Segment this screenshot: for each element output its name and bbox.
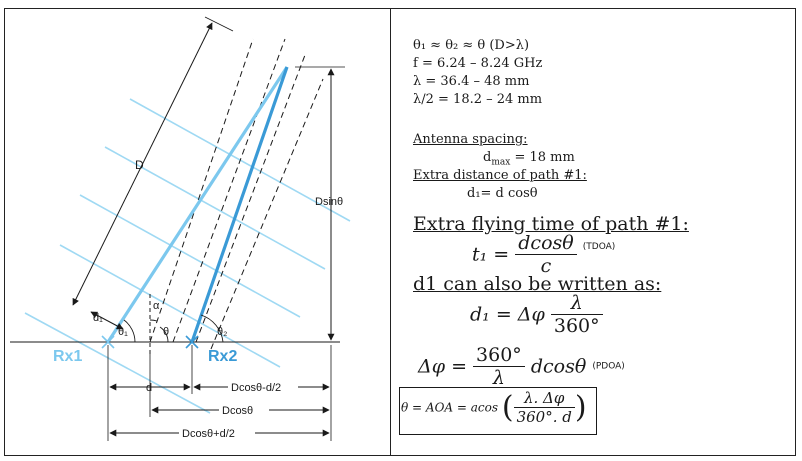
label-dcos: Dcosθ (222, 405, 253, 417)
wavelength-line: λ = 36.4 – 48 mm (413, 74, 530, 89)
d1-written-heading: d1 can also be written as: (413, 273, 662, 295)
label-alpha: α (153, 300, 160, 312)
theta2-arc (200, 314, 224, 343)
label-dcos-plus: Dcosθ+d/2 (182, 428, 235, 440)
aoa-formula-box (399, 387, 597, 435)
rx2-marker (185, 335, 199, 349)
alpha-arc (149, 319, 158, 322)
theta1-arc (123, 319, 136, 343)
path-1-line (106, 66, 289, 343)
label-d-distance: D (135, 158, 144, 172)
figure-frame (4, 8, 796, 456)
dashed-ray-4 (210, 78, 324, 350)
distance-d-arrow (72, 22, 213, 306)
label-theta2: θ₂ (217, 326, 227, 338)
dashed-rays (149, 38, 324, 350)
dphi-equation: Δφ = 360°λ dcosθ (PDOA) (418, 344, 625, 389)
label-rx1: Rx1 (53, 348, 82, 365)
label-rx2: Rx2 (208, 348, 237, 365)
d1-formula: d₁= d cosθ (467, 186, 538, 201)
label-d1: d₁ (93, 312, 103, 324)
d-extent-top (204, 16, 234, 32)
theta-arc (159, 326, 169, 343)
extra-time-heading: Extra flying time of path #1: (413, 213, 689, 235)
antenna-spacing-heading: Antenna spacing: (413, 132, 528, 147)
label-dsin: Dsinθ (315, 196, 343, 208)
extra-distance-heading: Extra distance of path #1: (413, 168, 587, 183)
rx1-marker (101, 335, 115, 349)
label-theta1: θ₁ (118, 326, 128, 338)
d1-arrow (90, 311, 124, 330)
dmax-line: dmax = 18 mm (483, 150, 575, 168)
label-dcos-minus: Dcosθ-d/2 (231, 382, 281, 394)
dashed-ray-2 (172, 38, 286, 343)
path-2-line (190, 66, 289, 343)
frequency-line: f = 6.24 – 8.24 GHz (413, 56, 543, 71)
label-d-spacing: d (146, 382, 152, 394)
wavefront-5 (24, 312, 211, 414)
wavefronts (24, 98, 351, 414)
dashed-ray-3 (195, 54, 306, 343)
label-theta: θ (163, 326, 169, 338)
panel-divider (390, 8, 391, 456)
geometry-diagram: D Dsinθ d₁ θ₁ α θ θ₂ Rx1 Rx2 d Dcosθ-d/2… (10, 16, 351, 441)
approx-line: θ₁ ≈ θ₂ ≈ θ (D>λ) (413, 38, 530, 53)
dashed-ray-1 (149, 38, 254, 343)
half-wavelength-line: λ/2 = 18.2 – 24 mm (413, 92, 543, 107)
